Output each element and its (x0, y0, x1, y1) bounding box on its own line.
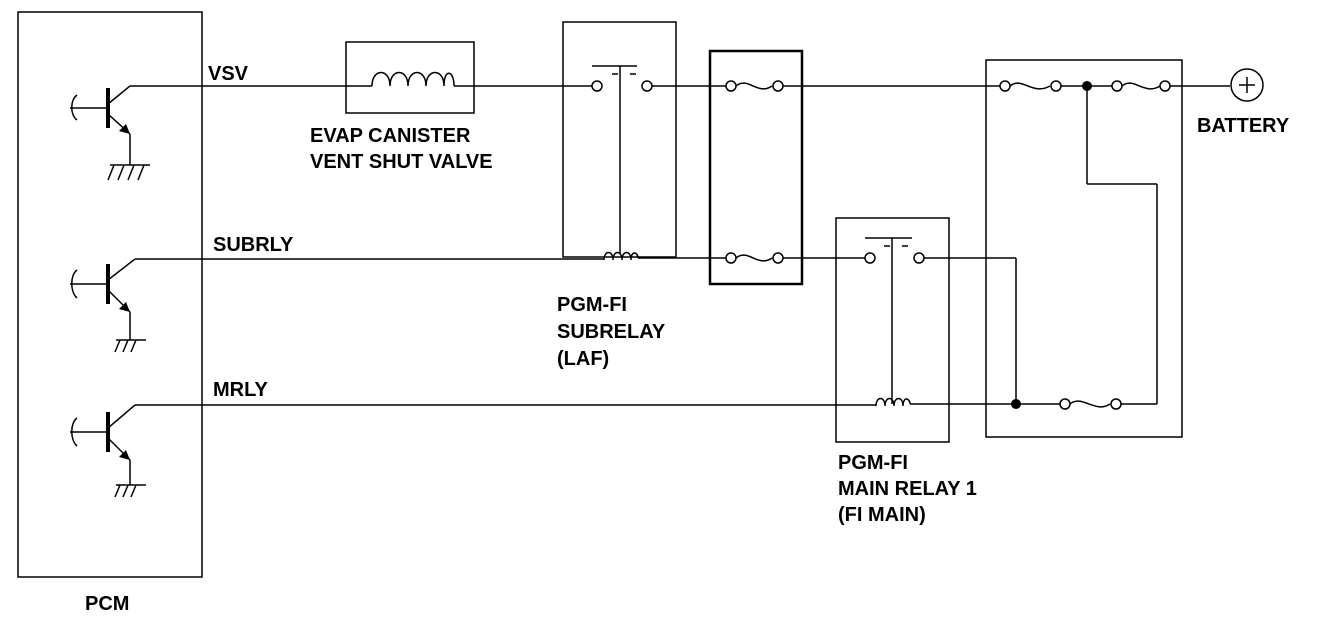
evap-valve-box (345, 41, 475, 114)
subrelay-contact-a (591, 80, 603, 92)
evap-label-line1: EVAP CANISTER (310, 125, 471, 147)
middle-fuse-box (708, 49, 804, 286)
main-relay-label-line1: PGM-FI (838, 452, 908, 474)
main-relay-coil-icon (875, 397, 911, 407)
pcm-box (17, 11, 203, 578)
right-fuse-box (985, 59, 1183, 438)
pcm-label: PCM (85, 593, 129, 615)
subrelay-contact-b (641, 80, 653, 92)
main-relay-contact-b (913, 252, 925, 264)
main-relay-contact-a (864, 252, 876, 264)
main-relay-box (835, 217, 950, 443)
fuse-icon-right-c (1059, 398, 1122, 410)
battery-plus-icon (1230, 68, 1264, 102)
mrly-transistor-icon (70, 404, 146, 498)
subrelay-box (562, 21, 677, 258)
vsv-label: VSV (208, 63, 249, 85)
fuse-icon-right-a (999, 80, 1062, 92)
fuse-icon-lower (725, 252, 784, 264)
main-relay-label-line3: (FI MAIN) (838, 504, 926, 526)
main-relay-label-line2: MAIN RELAY 1 (838, 478, 977, 500)
subrelay-label-line1: PGM-FI (557, 294, 627, 316)
vsv-transistor-icon (70, 85, 150, 181)
fuse-icon-upper (725, 80, 784, 92)
evap-coil-icon (371, 71, 455, 87)
subrelay-label-line3: (LAF) (557, 348, 609, 370)
subrly-transistor-icon (70, 258, 146, 353)
battery-label: BATTERY (1197, 115, 1290, 137)
junction-dot-lower (1011, 399, 1021, 409)
subrelay-label-line2: SUBRELAY (557, 321, 666, 343)
subrly-label: SUBRLY (213, 234, 294, 256)
mrly-label: MRLY (213, 379, 268, 401)
subrelay-coil-icon (603, 251, 639, 261)
evap-label-line2: VENT SHUT VALVE (310, 151, 493, 173)
fuse-icon-right-b (1111, 80, 1171, 92)
